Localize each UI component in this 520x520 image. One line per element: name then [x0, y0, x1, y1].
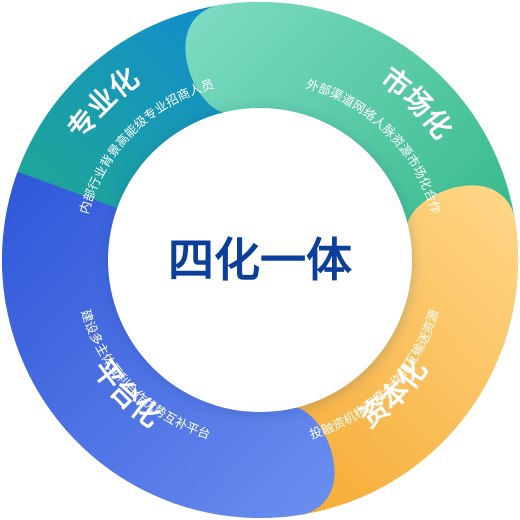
- center-title: 四化一体: [168, 233, 352, 287]
- center-circle: [108, 108, 412, 412]
- segment-platform: [2, 171, 335, 518]
